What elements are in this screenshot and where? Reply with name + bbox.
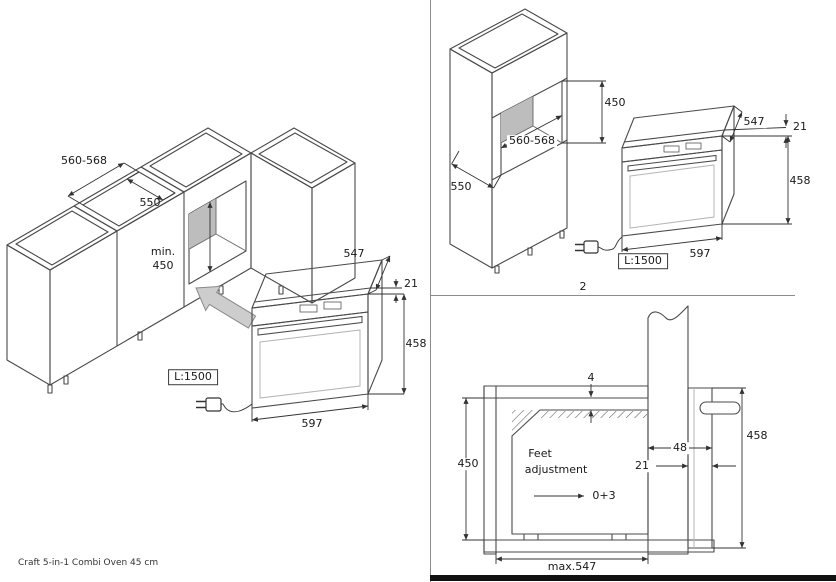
insertion-arrow: [195, 285, 257, 329]
horizontal-panel-divider: [430, 295, 795, 296]
oven-door-side-view: [687, 387, 741, 549]
dim-label-oven-height: 458: [789, 174, 811, 188]
dim-label-oven-depth: 547: [741, 115, 767, 129]
dim-label-oven-width: 597: [689, 247, 711, 261]
side-section-drawing: [462, 305, 746, 564]
control-display: [323, 301, 342, 310]
dim-label-front-lip: 21: [793, 120, 807, 134]
feet-adjust-range-label: 0+3: [592, 489, 616, 503]
dim-label-niche-width: 560-568: [507, 134, 557, 148]
dim-label-top-gap: 4: [587, 371, 595, 385]
vertical-panel-divider: [430, 0, 431, 582]
dim-label-oven-depth: 547: [343, 247, 365, 261]
oven-handle: [699, 401, 741, 415]
oven-dimension-lines: [251, 255, 407, 422]
cable-length-label: L:1500: [168, 369, 218, 385]
dim-label-front-lip: 21: [404, 277, 418, 291]
figure-2-label: 2: [579, 280, 587, 294]
control-display: [685, 142, 702, 150]
base-cabinet-installation-drawing: [6, 127, 407, 422]
dim-label-oven-height: 458: [405, 337, 427, 351]
top-clearance-hatch: [541, 411, 647, 418]
tall-cabinet: [449, 8, 568, 274]
dim-label-front-lip: 21: [633, 459, 651, 473]
control-display: [663, 145, 680, 153]
dim-label-niche-height: 450: [604, 96, 626, 110]
oven-isometric: [251, 259, 383, 409]
product-name-footer: Craft 5-in-1 Combi Oven 45 cm: [18, 558, 159, 568]
control-display: [299, 304, 318, 313]
oven-foot: [611, 533, 627, 541]
dim-label-niche-width: 560-568: [61, 154, 107, 168]
clearance-hatch: [512, 410, 540, 436]
cabinet-front-panel: [647, 305, 689, 555]
dim-label-min-height: 450: [152, 259, 174, 273]
oven-handle: [257, 315, 363, 336]
dim-label-frame-depth: 48: [671, 441, 689, 455]
cable-length-label: L:1500: [618, 253, 668, 269]
page-bottom-bar: [430, 575, 836, 581]
oven-isometric-small: [621, 105, 735, 237]
dim-label-max-depth: max.547: [547, 560, 597, 574]
power-cable-small: [575, 236, 623, 254]
dim-label-niche-depth: 550: [450, 180, 472, 194]
power-plug-icon: [575, 240, 599, 254]
tall-cabinet-niche-opening: [500, 80, 563, 176]
feet-adjustment-label-line2: adjustment: [524, 463, 588, 477]
dim-label-oven-width: 597: [301, 417, 323, 431]
kitchen-base-cabinets: [6, 127, 356, 394]
dim-label-niche-depth: 550: [139, 196, 161, 210]
cabinet-dimension-lines: [67, 162, 213, 272]
feet-adjustment-label-line1: Feet: [528, 447, 552, 461]
dim-label-niche-height: 450: [455, 457, 481, 471]
oven-foot: [523, 533, 539, 541]
oven-dimension-lines-small: [621, 105, 792, 252]
power-cable: [196, 397, 253, 413]
tall-cabinet-installation-drawing: [449, 8, 792, 274]
power-plug-icon: [196, 397, 222, 412]
oven-handle: [627, 154, 717, 172]
dim-label-min: min.: [150, 245, 176, 259]
dim-label-oven-height: 458: [746, 429, 768, 443]
